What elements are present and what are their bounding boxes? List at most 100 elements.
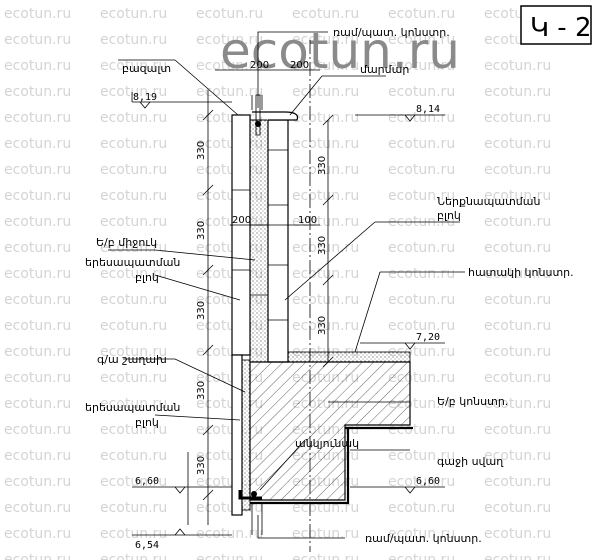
watermark-text: ecotun.ru	[484, 84, 551, 100]
watermark-text: ecotun.ru	[388, 136, 455, 152]
watermark-text: ecotun.ru	[388, 422, 455, 438]
watermark-text: ecotun.ru	[4, 136, 71, 152]
anchor-bottom	[251, 491, 257, 497]
watermark-text: ecotun.ru	[100, 526, 167, 542]
level-bot-right: 6,60	[416, 476, 440, 487]
wall-layers	[231, 94, 413, 535]
watermark-text: ecotun.ru	[4, 214, 71, 230]
watermark-text: ecotun.ru	[292, 266, 359, 282]
watermark-text: ecotun.ru	[4, 32, 71, 48]
watermark-text: ecotun.ru	[484, 344, 551, 360]
watermark-text: ecotun.ru	[100, 6, 167, 22]
watermark-text: ecotun.ru	[292, 84, 359, 100]
level-top-right: 8,14	[416, 104, 440, 115]
level-bottom: 6,54	[135, 540, 159, 551]
watermark-text: ecotun.ru	[292, 110, 359, 126]
label-bottom-beam: ռամ/պատ. կոնստր.	[365, 532, 482, 545]
watermark-text: ecotun.ru	[100, 266, 167, 282]
watermark-text: ecotun.ru	[100, 188, 167, 204]
watermark-text: ecotun.ru	[100, 474, 167, 490]
watermark-text: ecotun.ru	[4, 110, 71, 126]
watermark-text: ecotun.ru	[388, 84, 455, 100]
watermark-text: ecotun.ru	[100, 396, 167, 412]
watermark-text: ecotun.ru	[196, 552, 263, 560]
angle-iron	[238, 490, 262, 500]
watermark-text: ecotun.ru	[100, 422, 167, 438]
watermark-text: ecotun.ru	[388, 500, 455, 516]
watermark-text: ecotun.ru	[4, 344, 71, 360]
watermark-text: ecotun.ru	[388, 448, 455, 464]
label-ep-constr: Ե/բ կոնստր.	[437, 395, 508, 408]
watermark-text: ecotun.ru	[292, 214, 359, 230]
marble-coping	[252, 111, 299, 121]
label-ep-middle: Ե/բ միջուկ	[96, 236, 157, 249]
watermark-text: ecotun.ru	[388, 292, 455, 308]
watermark-text: ecotun.ru	[4, 370, 71, 386]
watermark-text: ecotun.ru	[484, 240, 551, 256]
label-gadji: գաջի սվաղ	[437, 455, 504, 468]
watermark-text: ecotun.ru	[196, 526, 263, 542]
label-bazalt: բազալտ	[122, 62, 171, 75]
watermark-text: ecotun.ru	[196, 32, 263, 48]
watermark-text: ecotun.ru	[100, 58, 167, 74]
watermark-text: ecotun.ru	[4, 6, 71, 22]
dim-top-b: 200	[290, 60, 309, 71]
watermark-text: ecotun.ru	[100, 344, 167, 360]
watermark-text: ecotun.ru	[388, 552, 455, 560]
watermark-text: ecotun.ru	[388, 6, 455, 22]
watermark-text: ecotun.ru	[388, 266, 455, 282]
label-ankyunak: անկյունակ	[295, 437, 359, 450]
label-ga-shagakh: գ/ա շաղախ	[97, 353, 167, 366]
watermark-text: ecotun.ru	[388, 474, 455, 490]
dim-mid-b: 100	[298, 215, 317, 226]
watermark-text: ecotun.ru	[388, 240, 455, 256]
watermark-text: ecotun.ru	[100, 240, 167, 256]
watermark-text: ecotun.ru	[484, 474, 551, 490]
watermark-text: ecotun.ru	[292, 552, 359, 560]
dim-left-3: 330	[196, 301, 207, 320]
label-outer-block-1b: բլոկ	[135, 271, 159, 284]
dim-top-a: 200	[250, 60, 269, 71]
label-outer-block-2a: երեսապատման	[85, 401, 180, 414]
watermark-text: ecotun.ru	[484, 110, 551, 126]
watermark-text: ecotun.ru	[4, 500, 71, 516]
label-outer-block-1a: երեսապատման	[85, 256, 180, 269]
watermark-text: ecotun.ru	[484, 370, 551, 386]
watermark-text: ecotun.ru	[4, 396, 71, 412]
label-inner-block-1: Ներքնապատման	[437, 195, 540, 208]
watermark-text: ecotun.ru	[4, 292, 71, 308]
watermark-text: ecotun.ru	[484, 214, 551, 230]
watermark-text: ecotun.ru	[292, 6, 359, 22]
watermark-text: ecotun.ru	[484, 552, 551, 560]
dim-right-2: 330	[317, 236, 328, 255]
level-mid-right: 7,20	[416, 332, 440, 343]
plaster-line	[250, 426, 413, 505]
watermark-text: ecotun.ru	[4, 474, 71, 490]
level-marks	[131, 92, 445, 536]
watermark-text: ecotun.ru	[4, 448, 71, 464]
sheet-id-box	[520, 5, 592, 45]
watermark-text: ecotun.ru	[292, 526, 359, 542]
right-dimension-chain	[322, 114, 334, 368]
watermark-text: ecotun.ru	[388, 58, 455, 74]
watermark-text: ecotun.ru	[100, 84, 167, 100]
watermark-text: ecotun.ru	[4, 526, 71, 542]
watermark-text: ecotun.ru	[388, 110, 455, 126]
label-special-constr: հատակի կոնստր.	[468, 266, 574, 279]
sheet-id: Կ - 2	[530, 13, 591, 43]
left-dimension-chain	[202, 90, 214, 525]
watermark-text: ecotun.ru	[292, 136, 359, 152]
dim-left-1: 330	[196, 141, 207, 160]
watermark-text: ecotun.ru	[100, 214, 167, 230]
watermark-text: ecotun.ru	[100, 370, 167, 386]
watermark-text: ecotun.ru	[484, 500, 551, 516]
watermark-text: ecotun.ru	[484, 266, 551, 282]
watermark-text: ecotun.ru	[484, 292, 551, 308]
watermark-text: ecotun.ru	[100, 552, 167, 560]
watermark-text: ecotun.ru	[4, 266, 71, 282]
watermark-text: ecotun.ru	[484, 318, 551, 334]
dim-right-1: 330	[317, 156, 328, 175]
dim-left-5: 330	[196, 456, 207, 475]
watermark-text: ecotun.ru	[100, 448, 167, 464]
